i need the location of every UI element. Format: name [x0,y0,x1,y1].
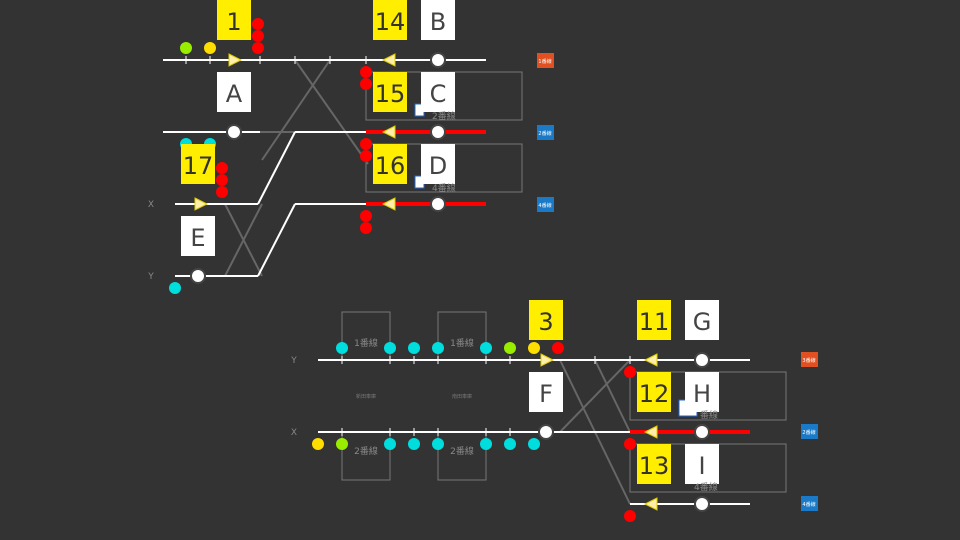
switch-node[interactable] [226,124,242,140]
line-badge [537,53,554,68]
letter-tag-label: I [698,452,705,480]
number-tag [373,0,407,40]
depot-box [341,311,391,361]
line-badge-label: 4番線 [802,501,815,508]
switch-node[interactable] [430,124,446,140]
number-tag-label: 1 [226,8,241,36]
letter-tag [421,72,455,112]
number-tag-label: 15 [375,80,406,108]
side-label: X [291,428,297,438]
number-tag-label: 14 [375,8,406,36]
depot-box [437,311,487,361]
depot-label: 2番線 [354,445,378,457]
track-x-curve [257,131,296,205]
track-label: 4番線 [694,481,718,493]
route-arrow [643,353,658,367]
letter-tag-label: B [430,8,446,36]
switch-node[interactable] [430,196,446,212]
number-tag-label: 13 [639,452,670,480]
number-tag [217,0,251,40]
route-arrow [194,197,209,211]
switch-nodes [538,352,710,512]
track-ticks [341,356,631,436]
letter-tag [421,144,455,184]
route-arrow [228,53,243,67]
track-label: 番線 [700,409,718,421]
track-label: 4番線 [432,182,456,194]
line-badge-label: 2番線 [802,429,815,436]
switch-node[interactable] [694,424,710,440]
number-tag [637,300,671,340]
side-label: Y [147,272,154,282]
letter-tag [685,300,719,340]
crossover-line [294,59,369,165]
signal-green [180,42,192,54]
crossover-line [559,359,631,433]
crossover-line [261,59,331,161]
side-label: Y [290,356,297,366]
route-arrow [540,353,555,367]
number-tag-label: 11 [639,308,670,336]
depot-label: 1番線 [450,337,474,349]
number-tag [181,144,215,184]
letter-tag-label: E [190,224,205,252]
depot-label: 2番線 [450,445,474,457]
route-arrow [381,197,396,211]
number-tag-label: 16 [375,152,406,180]
route-arrow [643,497,658,511]
letter-tag [685,444,719,484]
number-tag-label: 3 [538,308,553,336]
line-badge-label: 1番線 [538,58,551,65]
track-y-curve [257,203,296,277]
number-tag [637,372,671,412]
number-tag [373,72,407,112]
number-tag-label: 12 [639,380,670,408]
letter-tag-label: C [430,80,447,108]
route-arrow [643,425,658,439]
line-badge [801,352,818,367]
letter-tag-label: D [429,152,447,180]
track-ticks [185,56,367,64]
line-badge-label: 3番線 [802,357,815,364]
switch-nodes [190,52,446,284]
letter-tag [181,216,215,256]
signal-dots [312,342,636,522]
number-tag [373,144,407,184]
line-badge [537,197,554,212]
switch-node[interactable] [430,52,446,68]
switch-node[interactable] [190,268,206,284]
depot-name: 新田車庫 [356,393,376,400]
crossover-line [594,359,631,433]
switch-node[interactable] [694,352,710,368]
letter-tag [217,72,251,112]
signal-yellow [204,42,216,54]
depot-label: 1番線 [354,337,378,349]
switch-node[interactable] [694,496,710,512]
line-badge-label: 4番線 [538,202,551,209]
letter-tag [421,0,455,40]
route-arrow [381,125,396,139]
letter-tag-label: H [693,380,711,408]
number-tag-label: 17 [183,152,214,180]
letter-tag-label: F [539,380,553,408]
letter-tag-label: G [693,308,712,336]
side-label: X [148,200,154,210]
number-tag [529,300,563,340]
letter-tag-label: A [226,80,243,108]
crossover-line [224,203,263,277]
track-label: 2番線 [432,110,456,122]
depot-name: 南田車庫 [452,393,472,400]
line-badge [801,496,818,511]
number-tag [637,444,671,484]
line-badge-label: 2番線 [538,130,551,137]
line-badge [801,424,818,439]
route-arrow [381,53,396,67]
line-badge [537,125,554,140]
letter-tag [685,372,719,412]
switch-node[interactable] [538,424,554,440]
letter-tag [529,372,563,412]
